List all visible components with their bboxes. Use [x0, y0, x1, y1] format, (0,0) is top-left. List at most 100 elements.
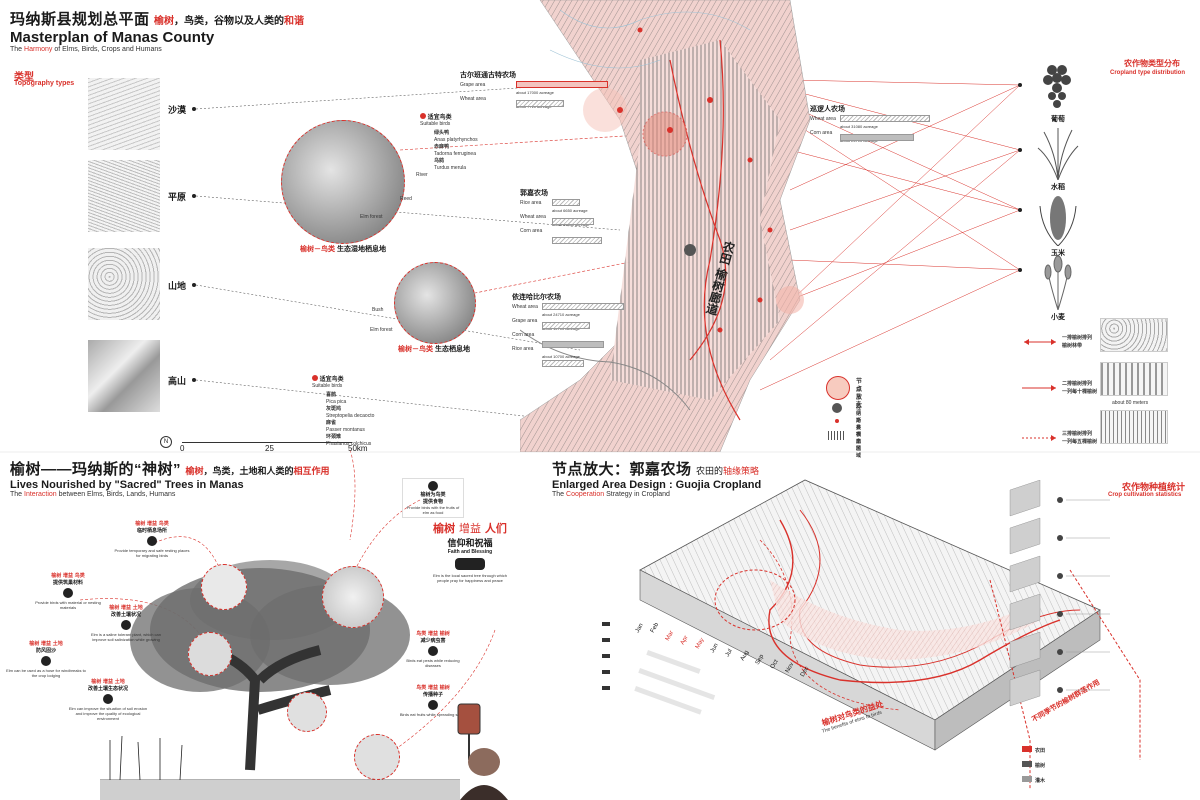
terrain-dot-4 [192, 378, 196, 382]
pattern2-label: 二排榆树排列 [1062, 381, 1093, 387]
bird5-cn: 灰斑鸠 [326, 406, 342, 412]
dashed-arrow-icon [1022, 435, 1056, 441]
county-map [520, 0, 811, 452]
bird3-en: Turdus merula [434, 165, 467, 171]
prayer-figure [457, 703, 508, 800]
north-arrow: N [160, 436, 172, 448]
guojia-title-tail: 农田的 [695, 467, 723, 477]
benefit-item-3: 榆树 增益 土地 改善土壤状况 Elm is a saline tolerant… [86, 604, 166, 642]
farm-card-4: 依连哈比尔农场 Wheat area about 24710 acreage G… [512, 292, 642, 367]
farm-card-1: 古尔班通古特农场 Grape area about 17000 acreage … [460, 70, 608, 110]
farm4-row1-note: about 24710 acreage [542, 312, 580, 317]
farm4-row2-bar [542, 322, 590, 329]
label-river: River [416, 172, 428, 178]
wheat-icon [1044, 255, 1072, 311]
double-arrow-icon [1024, 339, 1056, 345]
farm-card-2: 巡逻人农场 Wheat area about 31080 acreage Cor… [810, 104, 940, 144]
legend-county-label: 玛纳斯县 [856, 404, 862, 431]
benefit7-desc: Birds eat fruits while spreading seeds [399, 712, 467, 717]
masterplan-subtitle-post: of Elms, Birds, Crops and Humans [52, 46, 162, 53]
benefit2-icon [63, 588, 73, 598]
benefit6-desc: Birds eat pests while reducing diseases [406, 658, 460, 668]
crop-dot-3 [1018, 208, 1022, 212]
masterplan-title-red1: 榆树 [153, 16, 174, 27]
farm1-row1-label: Grape area [460, 82, 486, 88]
benefit6-red: 鸟类 增益 榆树 [416, 631, 450, 637]
farm3-row2-bar [552, 218, 594, 225]
pattern-2: 二排榆树排列 一列每十棵榆树 [1020, 380, 1097, 398]
birds1-title-en: Suitable birds [420, 121, 451, 127]
tree-title-mid: ，鸟类，土地和人类的 [203, 467, 294, 477]
benefit4-icon [41, 656, 51, 666]
benefit5-icon [103, 694, 113, 704]
plain-thumbnail [88, 160, 160, 232]
tree-header: 榆树——玛纳斯的“神树” 榆树，鸟类，土地和人类的相互作用 Lives Nour… [10, 458, 330, 498]
benefit5-cn: 改善土壤生态状况 [87, 686, 128, 692]
tree-title-en: Lives Nourished by "Sacred" Trees in Man… [10, 479, 244, 491]
desert-thumbnail [88, 78, 160, 150]
tree-circle-2 [188, 632, 232, 676]
bird6-en: Passer montanus [326, 427, 365, 433]
tree-subtitle-red: Interaction [24, 491, 57, 498]
benefit3-desc: Elm is a saline tolerant plant, which ca… [90, 632, 162, 642]
guojia-isometric-plan [639, 479, 1141, 790]
farm4-row1-bar [542, 303, 624, 310]
guojia-header: 节点放大：郭嘉农场 农田的轴缘策略 Enlarged Area Design :… [552, 458, 761, 498]
bird4-cn: 喜鹊 [326, 392, 337, 398]
tree-title-cn2: ” [173, 461, 182, 478]
benefit4-desc: Elm can be used as a hose for windbreaks… [6, 668, 86, 678]
label-bush: Bush [372, 307, 384, 313]
pattern-3: 三排榆树排列 一列每五棵榆树 [1020, 430, 1097, 448]
benefit7-red: 鸟类 增益 榆树 [416, 685, 450, 691]
tree-circle-1 [201, 564, 247, 610]
crop-corn-label: 玉米 [1051, 249, 1065, 257]
legend-node-label: 节点放大 [856, 378, 863, 409]
masterplan-subtitle-pre: The [10, 46, 25, 53]
food-cn: 榆树为鸟类 [420, 492, 446, 498]
birds-benefit-label: 榆树对鸟类的益处 The benefits of elms to birds [820, 699, 910, 734]
pattern-1: 一排榆树排列 榆树林带 [1020, 334, 1092, 352]
benefit3-icon [121, 620, 131, 630]
legend-small-swatch-3 [1022, 776, 1032, 782]
faith-icon [455, 558, 485, 570]
tree-circle-bird [322, 566, 384, 628]
farm1-name: 古尔班通古特农场 [460, 71, 516, 79]
pattern1-label: 一排榆树排列 [1062, 335, 1093, 341]
circle2-caption-text: 生态栖息地 [434, 345, 470, 353]
crop-dot-1 [1018, 83, 1022, 87]
bird2-en: Tadorna ferruginea [434, 151, 476, 157]
pattern3-label: 三排榆树排列 [1062, 431, 1093, 437]
benefit7-cn: 传播种子 [422, 692, 443, 698]
legend-habitat-symbol [835, 419, 839, 423]
guojia-subtitle-pre: The [552, 491, 567, 498]
guojia-title-cn: 节点放大：郭嘉农场 [552, 461, 692, 478]
types-title-cn: 类型 [14, 72, 34, 83]
legend-small-2: 榆树 [1035, 763, 1046, 769]
guojia-title-en: Enlarged Area Design : Guojia Cropland [552, 479, 762, 491]
benefit-item-6: 鸟类 增益 榆树 减少病虫害 Birds eat pests while red… [398, 630, 468, 668]
masterplan-subtitle-red: Harmony [24, 46, 53, 53]
bird1-cn: 绿头鸭 [434, 130, 450, 136]
legend-cropland-label: 农田区域 [856, 432, 862, 459]
elm-tree-illustration [100, 560, 460, 800]
faith-cn: 信仰和祝福 [447, 539, 493, 549]
arrow-icon [1022, 385, 1056, 391]
farm4-row2-label: Grape area [512, 318, 538, 324]
food-block: 榆树为鸟类 提供食物 Provide birds with the fruits… [402, 478, 464, 518]
benefit3-red: 榆树 增益 土地 [109, 605, 143, 611]
faith-desc: Elm is the local sacred tree through whi… [432, 573, 508, 583]
crop-grape: 葡萄 [1036, 56, 1080, 124]
farm2-row1-label: Wheat area [810, 116, 836, 122]
circle1-caption-text: 生态湿地栖息地 [336, 245, 386, 253]
birds2-title-cn: 适宜鸟类 [319, 376, 344, 383]
legend-small-swatch-1 [1022, 746, 1032, 752]
bird2-cn: 赤麻鸭 [434, 144, 450, 150]
corn-icon [1039, 196, 1077, 247]
legend-node-symbol [826, 376, 850, 400]
tree-subtitle-post: between Elms, Birds, Lands, Humans [56, 491, 176, 498]
masterplan-header: 玛纳斯县规划总平面 榆树，鸟类，谷物以及人类的和谐 Masterplan of … [10, 8, 304, 53]
benefit3-cn: 改善土壤状况 [110, 612, 141, 618]
farm2-row2-bar [840, 134, 914, 141]
crop-rice: 水稻 [1036, 124, 1080, 192]
scale-50: 50km [348, 444, 368, 453]
